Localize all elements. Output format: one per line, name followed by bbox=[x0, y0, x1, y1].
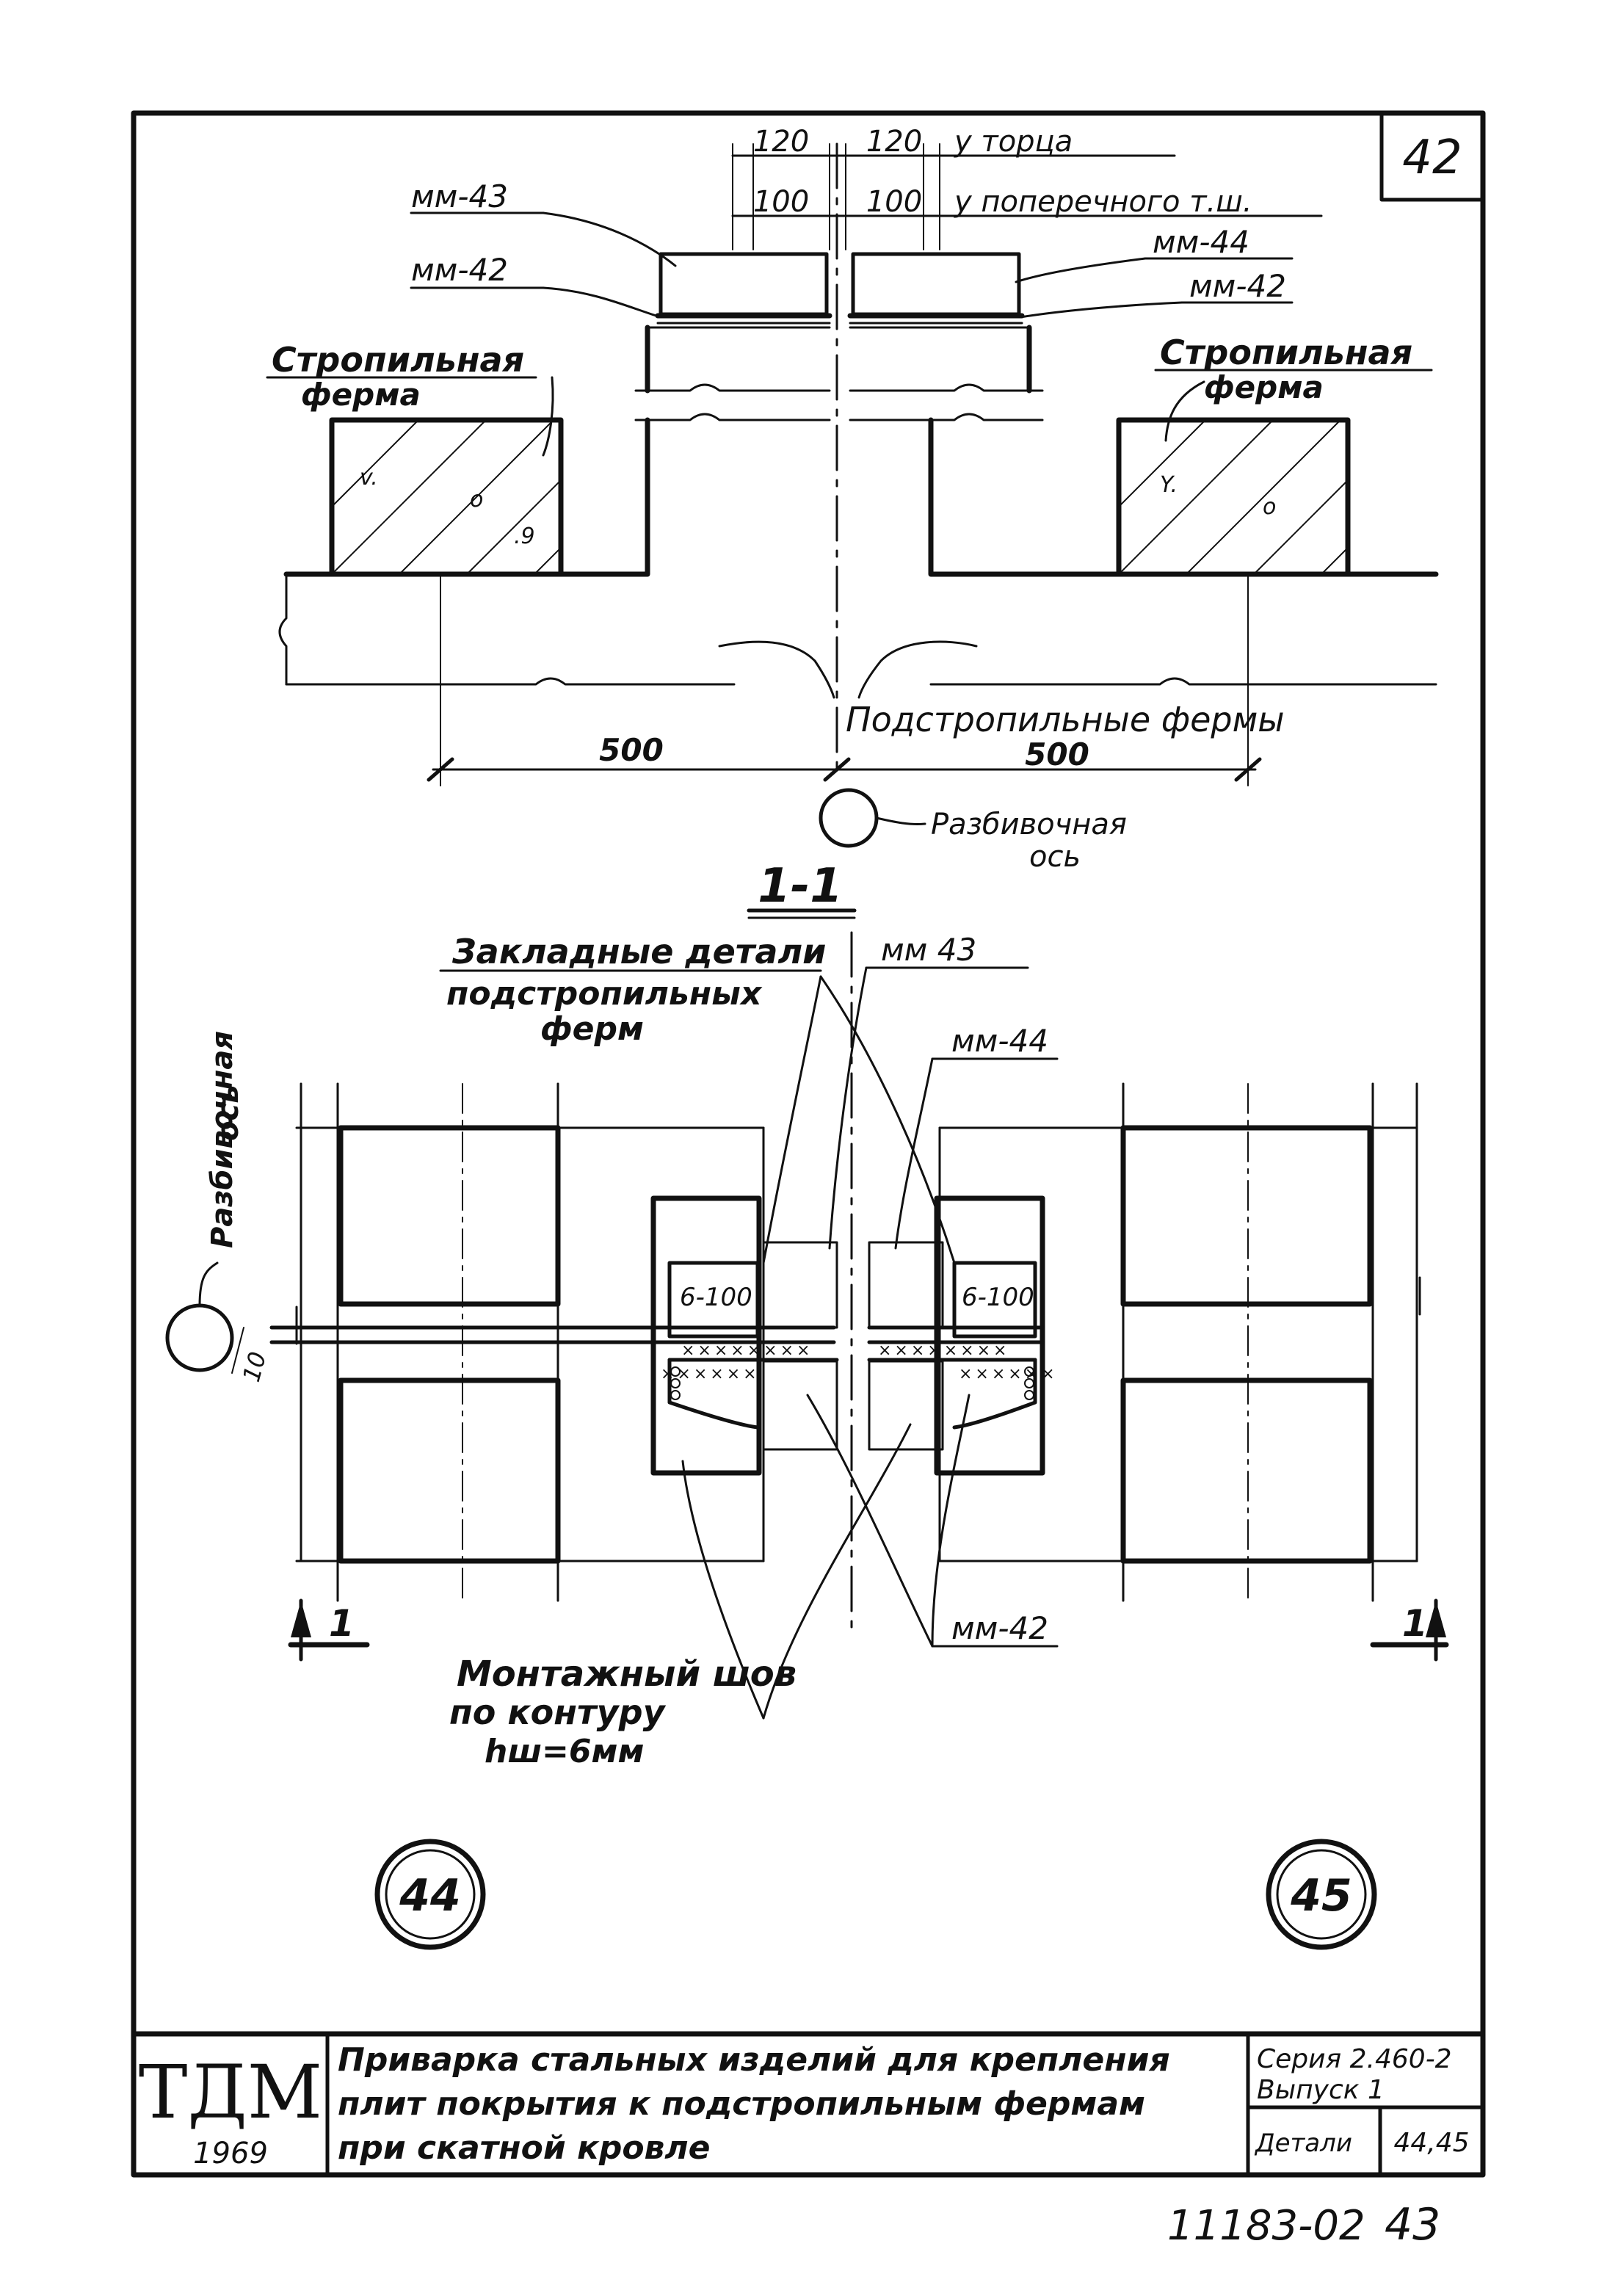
title-line-2: плит покрытия к подстропильным фермам bbox=[338, 2085, 1145, 2123]
section-title: 1-1 bbox=[758, 859, 843, 913]
slab-right bbox=[938, 1082, 1421, 1602]
svg-text:××××××××: ×××××××× bbox=[681, 1341, 813, 1360]
sheet-frame: 42 bbox=[131, 110, 1486, 2178]
dim-120-left: 120 bbox=[753, 125, 809, 159]
dim-120-right: 120 bbox=[866, 125, 922, 159]
truss-left-section bbox=[329, 417, 564, 577]
weld-label-left: 6-100 bbox=[680, 1283, 752, 1312]
label-truss-left-2: ферма bbox=[301, 377, 421, 413]
detail-circle-44 bbox=[374, 1839, 486, 1950]
label-embedded-1: Закладные детали bbox=[451, 932, 826, 971]
dim-500-left: 500 bbox=[599, 732, 664, 768]
svg-text:××××××××: ×××××××× bbox=[878, 1341, 1009, 1360]
svg-text:.9: .9 bbox=[514, 524, 535, 549]
label-truss-right-2: ферма bbox=[1204, 369, 1324, 405]
sheet-number: 42 bbox=[1402, 131, 1462, 185]
label-axis-1: Разбивочная bbox=[931, 808, 1127, 841]
cut-label-right: 1 bbox=[1402, 1602, 1428, 1645]
footer-page: 43 bbox=[1385, 2199, 1440, 2250]
truss-right-section bbox=[1116, 417, 1351, 577]
dim-500-right: 500 bbox=[1025, 736, 1089, 772]
plate-mm43 bbox=[659, 252, 829, 316]
label-mm44: мм-44 bbox=[1153, 224, 1249, 260]
svg-text:××××××: ×××××× bbox=[959, 1365, 1058, 1383]
cut-label-left: 1 bbox=[329, 1602, 355, 1645]
label-mm43: мм-43 bbox=[411, 178, 508, 214]
weld-note-2: по контуру bbox=[449, 1692, 667, 1732]
weld-note-1: Монтажный шов bbox=[457, 1654, 797, 1695]
note-cross: у поперечного т.ш. bbox=[954, 185, 1252, 219]
detail-label: Детали bbox=[1254, 2129, 1352, 2158]
weld-label-right: 6-100 bbox=[962, 1283, 1034, 1312]
dim-100-right: 100 bbox=[866, 185, 922, 219]
org-name: ТДМ bbox=[139, 2049, 322, 2135]
embedded-detail-zone: ×××××××× ×××××××× ×××××× ×××××× 6-100 6-… bbox=[650, 1195, 1058, 1476]
title-block: ТДМ 1969 Приварка стальных изделий для к… bbox=[131, 2031, 1486, 2177]
detail-bubbles: 44 45 bbox=[374, 1839, 1377, 1950]
plate-mm44-plan bbox=[868, 1241, 944, 1329]
issue: Выпуск 1 bbox=[1257, 2075, 1385, 2105]
label-mm42-right: мм-42 bbox=[1189, 268, 1286, 304]
dim-100-left: 100 bbox=[753, 185, 809, 219]
label-plan-mm43: мм 43 bbox=[881, 932, 976, 968]
label-embedded-2: подстропильных bbox=[446, 975, 763, 1013]
label-sub-trusses: Подстропильные фермы bbox=[846, 700, 1285, 739]
label-axis-vertical-2: ось bbox=[211, 1085, 245, 1141]
dim-10: 10 bbox=[237, 1349, 272, 1385]
detail-value: 44,45 bbox=[1393, 2128, 1469, 2158]
section-elevation: 120 120 у торца 100 100 у поперечного т.… bbox=[266, 125, 1439, 919]
svg-text:v.: v. bbox=[360, 465, 378, 490]
label-axis-vertical-1: Разбивочная bbox=[206, 1031, 239, 1248]
slab-left bbox=[295, 1082, 765, 1602]
label-truss-left-1: Стропильная bbox=[272, 340, 524, 380]
label-plan-mm42: мм-42 bbox=[951, 1610, 1048, 1646]
label-axis-2: ось bbox=[1029, 840, 1081, 874]
label-truss-right-1: Стропильная bbox=[1160, 333, 1412, 372]
weld-note-3: hш=6мм bbox=[485, 1733, 644, 1770]
svg-text:o: o bbox=[1263, 494, 1276, 520]
label-mm42-left: мм-42 bbox=[411, 252, 508, 288]
title-line-1: Приварка стальных изделий для крепления bbox=[338, 2041, 1170, 2079]
cut-marker-left: 1 bbox=[288, 1598, 370, 1662]
label-plan-mm44: мм-44 bbox=[951, 1023, 1048, 1059]
detail-label-45: 45 bbox=[1290, 1870, 1352, 1922]
detail-label-44: 44 bbox=[399, 1870, 461, 1922]
year: 1969 bbox=[193, 2137, 268, 2170]
title-line-3: при скатной кровле bbox=[338, 2129, 710, 2167]
footer-code: 11183-02 bbox=[1167, 2202, 1365, 2250]
svg-text:Y.: Y. bbox=[1160, 472, 1178, 498]
plate-mm44 bbox=[851, 252, 1021, 316]
label-embedded-3: ферм bbox=[540, 1010, 644, 1048]
plan-view: Закладные детали подстропильных ферм мм … bbox=[165, 931, 1449, 1770]
svg-text:o: o bbox=[470, 487, 483, 513]
note-end: у торца bbox=[954, 125, 1073, 159]
detail-circle-45 bbox=[1266, 1839, 1377, 1950]
axis-bubble-plan bbox=[165, 1303, 234, 1372]
plate-mm43-plan bbox=[762, 1241, 838, 1329]
cut-marker-right: 1 bbox=[1370, 1598, 1449, 1662]
axis-bubble-top bbox=[819, 788, 879, 848]
series: Серия 2.460-2 bbox=[1257, 2044, 1452, 2074]
